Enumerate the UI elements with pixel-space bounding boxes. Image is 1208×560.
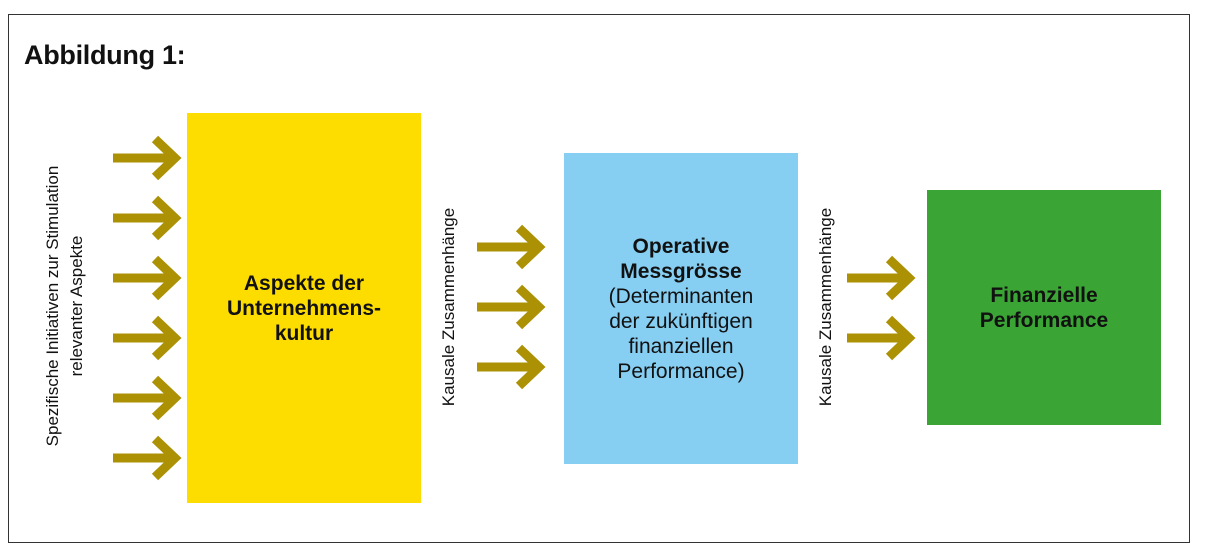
causal-label-2: Kausale Zusammenhänge xyxy=(816,207,835,407)
financial-box-line-2: Performance xyxy=(979,308,1109,332)
causal-arrow-1 xyxy=(477,348,539,386)
figure-title: Abbildung 1: xyxy=(24,40,186,70)
operative-box-line-3: finanziellen xyxy=(628,334,734,358)
culture-box: Aspekte der Unternehmens- kultur xyxy=(187,113,421,503)
initiative-arrow xyxy=(113,379,175,417)
causal-arrow-1 xyxy=(477,288,539,326)
causal-arrow-2 xyxy=(847,259,909,297)
initiative-arrow xyxy=(113,139,175,177)
financial-box: Finanzielle Performance xyxy=(927,190,1161,425)
operative-box: Operative Messgrösse (Determinanten der … xyxy=(564,153,798,464)
culture-box-line-1: Aspekte der xyxy=(243,271,365,295)
operative-box-bold-2: Messgrösse xyxy=(620,259,742,283)
culture-box-line-3: kultur xyxy=(274,321,334,345)
culture-box-line-2: Unternehmens- xyxy=(226,296,382,320)
financial-box-line-1: Finanzielle xyxy=(990,283,1098,307)
figure-frame xyxy=(8,14,1190,543)
operative-box-line-1: (Determinanten xyxy=(608,284,754,308)
operative-box-line-4: Performance) xyxy=(617,359,745,383)
initiative-arrow xyxy=(113,439,175,477)
initiative-arrow xyxy=(113,259,175,297)
causal-label-1: Kausale Zusammenhänge xyxy=(439,207,458,407)
causal-arrow-1 xyxy=(477,228,539,266)
operative-box-line-2: der zukünftigen xyxy=(609,309,753,333)
causal-arrow-2 xyxy=(847,319,909,357)
initiative-arrow xyxy=(113,199,175,237)
operative-box-bold-1: Operative xyxy=(632,234,730,258)
initiative-arrow xyxy=(113,319,175,357)
